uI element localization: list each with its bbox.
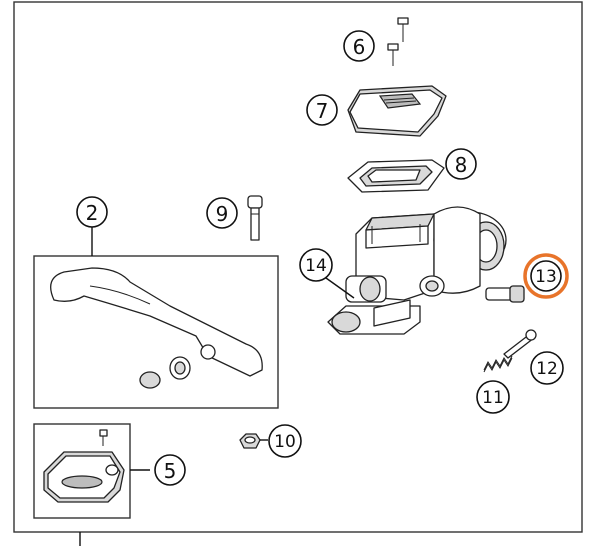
pin-part-12 [503,329,537,359]
lever-part-2 [50,267,263,389]
callout-14[interactable]: 14 [299,248,333,282]
callout-10[interactable]: 10 [268,424,302,458]
highlight-ring [523,253,569,299]
lever-box [33,255,279,409]
master-cylinder-body [327,206,507,335]
callout-7[interactable]: 7 [306,94,338,126]
callout-13-highlighted[interactable]: 13 [523,253,569,299]
gasket-part-8 [347,159,445,193]
clamp-box [33,423,131,519]
callout-9[interactable]: 9 [206,197,238,229]
bolt-part-9 [247,195,263,241]
reservoir-cover-part-7 [347,85,447,137]
callout-5[interactable]: 5 [154,454,186,486]
spring-part-11 [483,355,513,373]
callout-6[interactable]: 6 [343,30,375,62]
callout-8[interactable]: 8 [445,148,477,180]
screw-part-6 [387,17,409,66]
callout-2[interactable]: 2 [76,196,108,228]
diagram-frame [13,1,583,533]
callout-11[interactable]: 11 [476,380,510,414]
nut-part-10 [239,433,261,449]
banjo-bolt-part-13 [485,285,525,303]
callout-12[interactable]: 12 [530,351,564,385]
leader-14 [325,277,355,299]
clamp-part-5 [43,429,125,503]
